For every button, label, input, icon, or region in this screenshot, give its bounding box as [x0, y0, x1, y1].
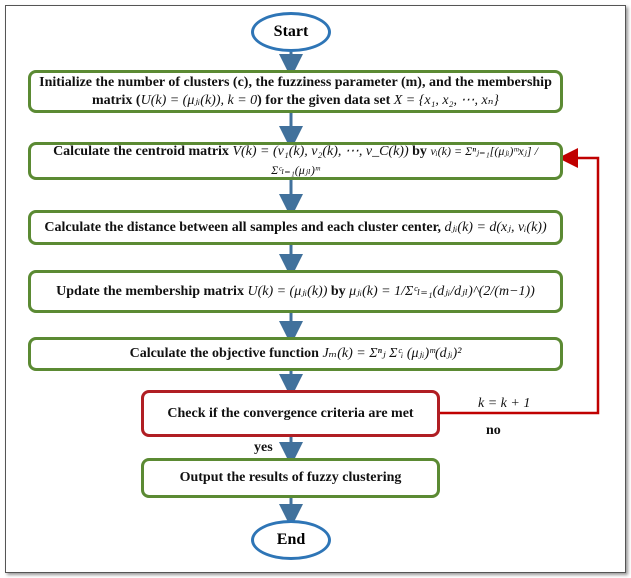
- step-formula: U(k) = (μⱼᵢ(k)): [247, 283, 328, 299]
- step-objective-text: Calculate the objective function Jₘ(k) =…: [130, 345, 462, 363]
- step-formula: Jₘ(k) = Σⁿⱼ Σᶜᵢ (μⱼᵢ)ᵐ(dⱼᵢ)²: [322, 346, 462, 361]
- step-objective: Calculate the objective function Jₘ(k) =…: [28, 337, 563, 371]
- start-terminal: Start: [251, 12, 331, 52]
- start-label: Start: [273, 23, 309, 40]
- no-label: no: [486, 423, 501, 438]
- step-update-membership: Update the membership matrix U(k) = (μⱼᵢ…: [28, 270, 563, 313]
- step-formula: V(k) = (v₁(k), v₂(k), ⋯, v_C(k)): [232, 144, 409, 159]
- step-distance: Calculate the distance between all sampl…: [28, 210, 563, 245]
- step-update-text: Update the membership matrix U(k) = (μⱼᵢ…: [56, 283, 535, 301]
- step-text: by: [408, 144, 431, 159]
- step-text: Calculate the centroid matrix: [53, 144, 233, 159]
- step-text: Calculate the distance between all sampl…: [44, 219, 445, 235]
- step-formula: μⱼᵢ(k) = 1/Σᶜₗ₌₁(dⱼᵢ/dⱼₗ)^(2/(m−1)): [349, 283, 535, 299]
- step-text: Initialize the number of clusters (c), t…: [39, 74, 552, 108]
- step-formula: U(k) = (μⱼᵢ(k)), k = 0: [140, 92, 258, 108]
- step-text: Update the membership matrix: [56, 283, 248, 299]
- step-formula: dⱼᵢ(k) = d(xⱼ, vᵢ(k)): [444, 219, 547, 235]
- step-formula: vᵢ(k) = Σⁿⱼ₌₁[(μⱼᵢ)ᵐxⱼ] / Σᶜₗ₌₁(μⱼₗ)ᵐ: [271, 144, 538, 177]
- step-text: ) for the given data set: [257, 92, 394, 108]
- yes-label: yes: [254, 440, 273, 455]
- decision-convergence: Check if the convergence criteria are me…: [141, 390, 440, 437]
- step-text: Calculate the objective function: [129, 346, 323, 361]
- end-label: End: [276, 531, 306, 548]
- step-text: by: [327, 283, 350, 299]
- end-terminal: End: [251, 520, 331, 560]
- step-output: Output the results of fuzzy clustering: [141, 458, 440, 498]
- increment-label: k = k + 1: [478, 396, 531, 411]
- step-centroid-text: Calculate the centroid matrix V(k) = (v₁…: [37, 142, 554, 180]
- step-formula: X = {x₁, x₂, ⋯, xₙ}: [393, 92, 499, 108]
- step-initialize: Initialize the number of clusters (c), t…: [28, 70, 563, 113]
- step-initialize-text: Initialize the number of clusters (c), t…: [37, 74, 554, 110]
- loop-back-arrow: [440, 148, 600, 415]
- step-distance-text: Calculate the distance between all sampl…: [44, 219, 546, 237]
- diagram-frame: [5, 5, 626, 573]
- decision-text: Check if the convergence criteria are me…: [167, 405, 414, 421]
- step-centroid: Calculate the centroid matrix V(k) = (v₁…: [28, 142, 563, 180]
- output-text: Output the results of fuzzy clustering: [179, 470, 402, 485]
